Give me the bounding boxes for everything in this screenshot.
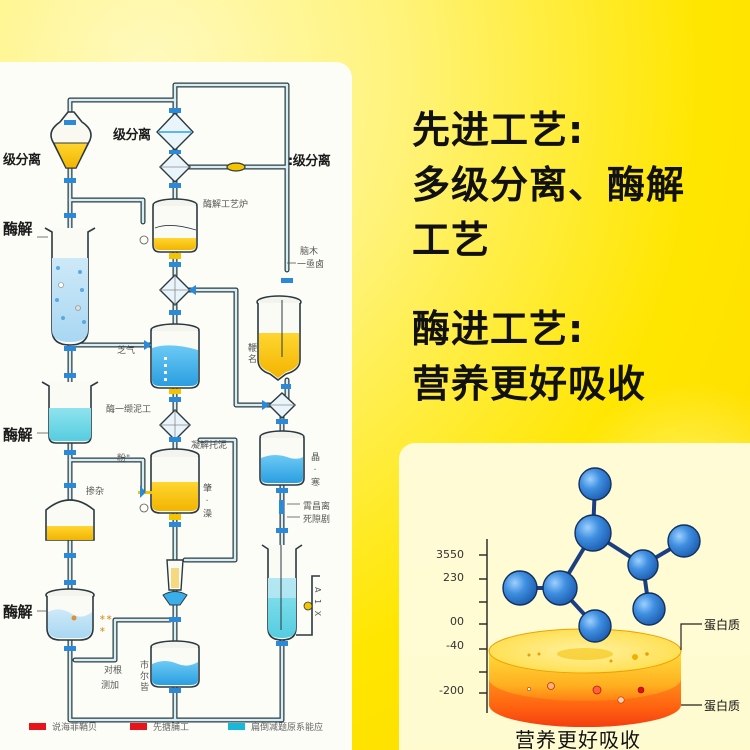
- atom: [627, 549, 659, 581]
- legend-label: 说海菲鞘贝: [52, 723, 98, 733]
- label-separation-right: :级分离: [288, 154, 331, 169]
- process-diagram: ∗∗ ∗: [37, 82, 320, 723]
- label-process-c: 粉": [117, 454, 131, 464]
- axis-tick-label: -200: [439, 684, 464, 697]
- enzyme-cylinder-1: [44, 213, 96, 351]
- label-process-j: 对根: [104, 666, 123, 676]
- label-side-a: 脑木: [300, 247, 319, 257]
- label-enzyme-3: 酶解: [3, 603, 33, 621]
- molecule-illustration: [479, 467, 702, 727]
- yellow-valve: [226, 162, 246, 172]
- label-process-g: 肇 · 澡: [201, 483, 211, 520]
- headline-line-4: 酶进工艺:: [412, 307, 585, 351]
- enzyme-process-tank: [152, 198, 198, 267]
- atom: [578, 467, 612, 501]
- headline-line-5: 营养更好吸收: [412, 362, 647, 406]
- axis-tick-label: 3550: [436, 548, 464, 561]
- label-separation-mid: 级分离: [113, 128, 151, 143]
- syringe-column: [162, 559, 188, 622]
- label-side-b: 一亟卤: [297, 260, 325, 270]
- label-side-c: 鞭名: [246, 343, 256, 365]
- label-separation-left: 级分离: [3, 153, 41, 168]
- legend-label: 扁倒减题原系能应: [251, 723, 324, 733]
- svg-text:∗∗: ∗∗: [99, 613, 112, 622]
- enzyme-beaker-2: [41, 373, 99, 455]
- label-process-d: 掺杂: [86, 487, 105, 497]
- label-enzyme-2: 酶解: [3, 426, 33, 444]
- diamond-separator-right: [262, 392, 297, 424]
- label-process-h: 霄昌离: [303, 502, 331, 512]
- headline-line-3: 工艺: [412, 218, 491, 262]
- atom: [667, 524, 701, 558]
- atom: [502, 570, 538, 606]
- separator-funnel-left: [50, 111, 92, 183]
- atom: [574, 514, 612, 552]
- label-process-e: 凝解托泥: [191, 441, 228, 451]
- label-process-a: 芝气: [117, 346, 136, 356]
- headline-line-1: 先进工艺:: [412, 108, 585, 152]
- blue-tank-right: [259, 430, 305, 533]
- label-process-k: 测加: [101, 681, 120, 691]
- protein-leaders: [680, 623, 702, 706]
- tall-tube-right: [261, 544, 320, 646]
- protein-label-bottom: 蛋白质: [704, 699, 741, 713]
- axis-tick-label: 230: [443, 571, 464, 584]
- label-leaders: [37, 236, 300, 612]
- legend-swatch-red: [130, 723, 147, 730]
- yellow-vessel-right: [256, 278, 302, 389]
- diamond-separator-1: [156, 108, 194, 188]
- blue-tank-center: [144, 323, 200, 402]
- label-gauge: A 1 X: [313, 587, 322, 619]
- gauge-circle: [139, 235, 149, 245]
- label-process-b: 酶一缬泥工: [106, 405, 152, 415]
- label-process-i: 死隙剧: [303, 515, 331, 525]
- legend-item-2: 先搪脯工: [130, 720, 189, 733]
- axis-tick-label: -40: [446, 639, 464, 652]
- enzyme-tank-3: ∗∗ ∗: [45, 580, 112, 651]
- yellow-vessel-left: [45, 483, 95, 558]
- atom: [632, 592, 666, 626]
- label-process-f: 晶 · 寒: [309, 452, 319, 489]
- diamond-separator-3: [159, 409, 191, 442]
- card-caption: 营养更好吸收: [515, 728, 641, 750]
- molecule-atoms: [502, 467, 701, 643]
- headline-line-2: 多级分离、酶解: [412, 163, 686, 207]
- legend-swatch-cyan: [228, 723, 245, 730]
- axis-tick-label: 00: [450, 615, 464, 628]
- svg-text:∗: ∗: [99, 625, 106, 634]
- atom: [578, 609, 612, 643]
- yellow-tank-center: [138, 448, 200, 527]
- blue-tank-bottom: [150, 640, 200, 693]
- label-process-l: 市尔皆: [138, 660, 148, 693]
- label-enzyme-1: 酶解: [3, 220, 33, 238]
- legend-label: 先搪脯工: [153, 723, 190, 733]
- atom: [542, 570, 578, 606]
- legend-swatch-red: [29, 723, 46, 730]
- absorption-disk: [488, 628, 682, 727]
- protein-label-top: 蛋白质: [704, 618, 741, 632]
- label-enzyme-process-tank: 酶解工艺炉: [203, 200, 249, 210]
- diamond-separator-2: [159, 274, 196, 315]
- legend-item-3: 扁倒减题原系能应: [228, 720, 323, 733]
- card-axis: [479, 539, 488, 713]
- legend-item-1: 说海菲鞘贝: [29, 720, 97, 733]
